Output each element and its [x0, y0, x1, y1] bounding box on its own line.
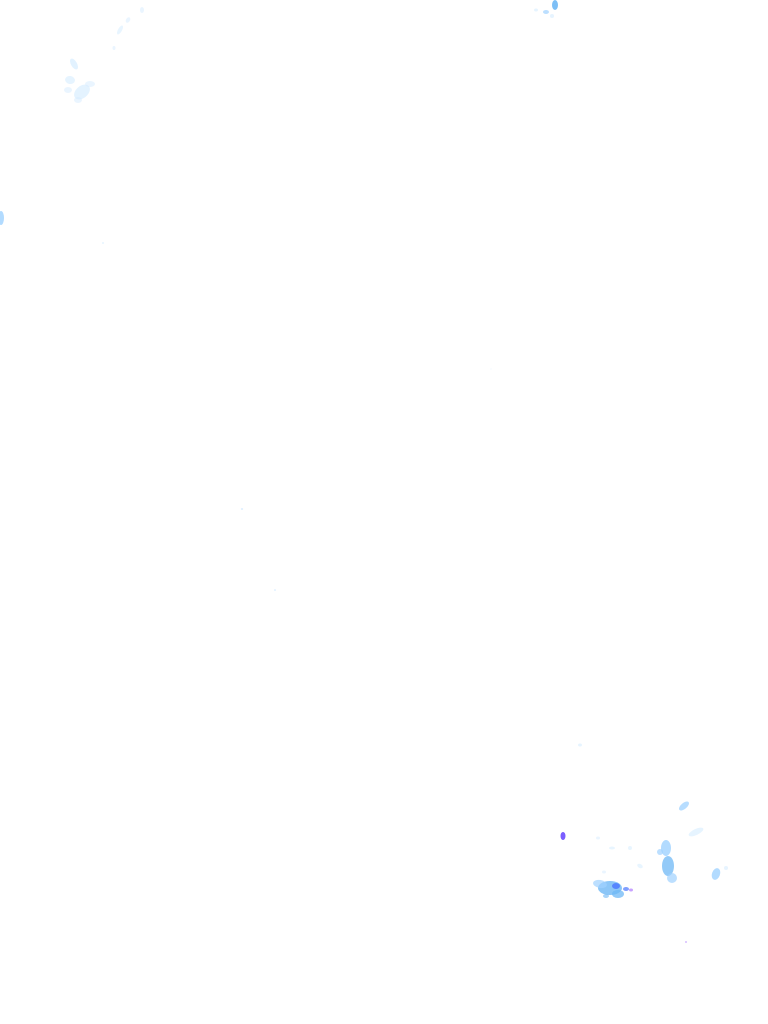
precipitation-echo-light — [661, 840, 671, 856]
precipitation-echo-light — [274, 589, 276, 591]
precipitation-echo-heavy — [612, 883, 620, 889]
precipitation-echo-very-light — [64, 87, 72, 93]
precipitation-echo-very-light — [74, 97, 82, 103]
precipitation-echo-moderate — [612, 890, 624, 898]
precipitation-echo-extreme — [685, 941, 687, 943]
precipitation-echo-heavy — [623, 887, 629, 891]
precipitation-echo-very-light — [688, 827, 704, 837]
precipitation-echo-very-light — [637, 863, 643, 869]
precipitation-echo-very-light — [578, 743, 582, 747]
precipitation-echo-moderate — [603, 894, 609, 898]
precipitation-echo-very-light — [596, 836, 600, 840]
precipitation-echo-very-light — [125, 17, 131, 23]
precipitation-echo-very-light — [112, 46, 116, 50]
precipitation-echo-very-light — [74, 84, 90, 100]
precipitation-echo-very-light — [534, 8, 538, 12]
precipitation-echo-very-heavy — [560, 832, 566, 840]
precipitation-echo-light — [240, 508, 244, 510]
precipitation-echo-very-light — [628, 846, 632, 850]
precipitation-echo-very-light — [70, 58, 78, 70]
precipitation-echo-very-light — [116, 25, 124, 35]
precipitation-echo-very-light — [550, 14, 554, 18]
precipitation-echo-light — [0, 211, 4, 225]
precipitation-echo-extreme — [629, 888, 633, 892]
precipitation-echo-very-light — [102, 242, 104, 244]
precipitation-echo-light — [711, 868, 721, 880]
precipitation-echo-moderate — [662, 856, 674, 876]
precipitation-echo-very-light — [140, 7, 144, 13]
precipitation-echoes — [0, 0, 728, 943]
precipitation-echo-light — [593, 879, 607, 889]
precipitation-echo-very-light — [602, 870, 606, 874]
precipitation-echo-very-light — [65, 75, 75, 85]
precipitation-echo-very-light — [85, 81, 95, 87]
precipitation-echo-very-light — [609, 846, 615, 850]
precipitation-echo-light — [679, 801, 689, 811]
precipitation-echo-light — [543, 10, 549, 14]
precipitation-echo-light — [657, 849, 663, 855]
precipitation-echo-moderate — [552, 0, 558, 10]
precipitation-echo-very-light — [490, 368, 492, 370]
precipitation-echo-light — [667, 873, 677, 883]
precipitation-echo-very-light — [724, 866, 728, 870]
